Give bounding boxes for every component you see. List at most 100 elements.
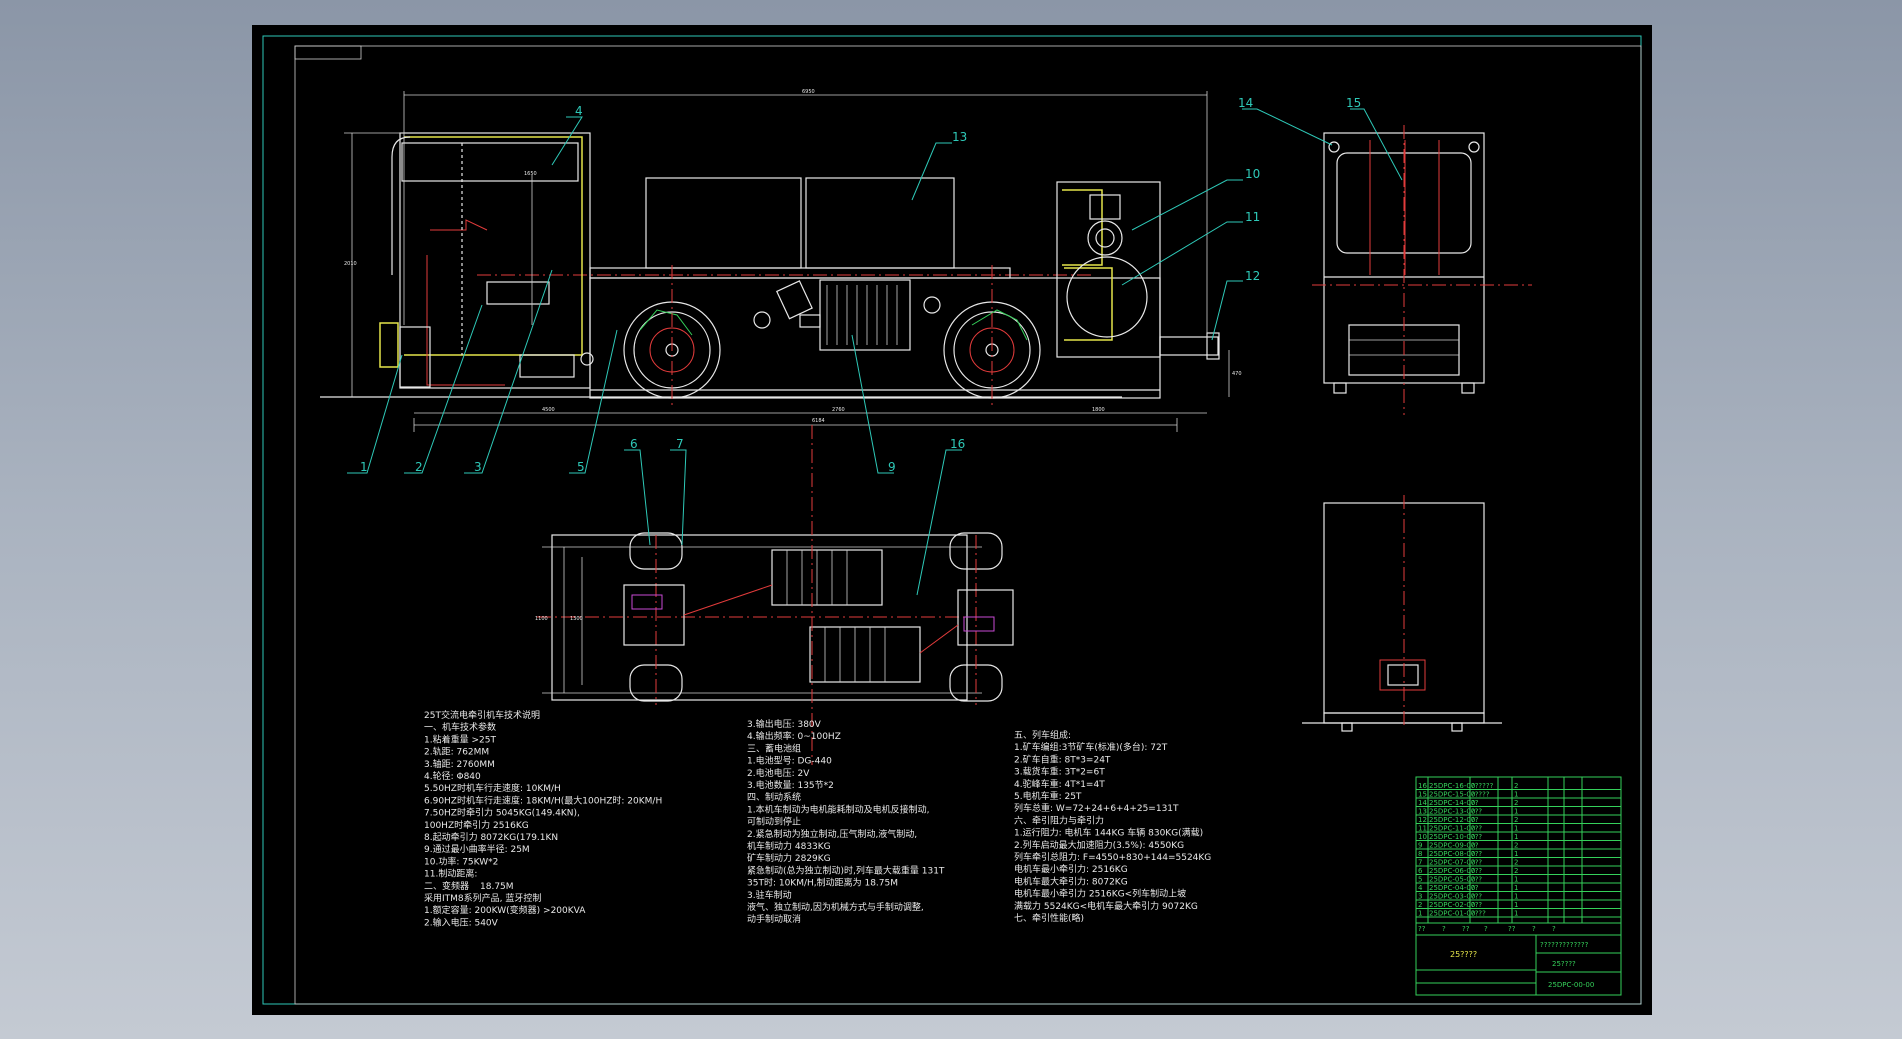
parts-cell-no: 14 <box>1418 799 1427 807</box>
parts-cell-code: 25DPC-16-00 <box>1429 782 1475 790</box>
spec-line: 1.粘着重量 >25T <box>424 733 496 745</box>
parts-cell-name: ??? <box>1471 808 1482 816</box>
company-name: ????????????? <box>1540 941 1589 949</box>
spec-line: 4.轮径: Φ840 <box>424 770 481 782</box>
parts-cell-qty: 2 <box>1514 782 1518 790</box>
spec-line: 11.制动距离: <box>424 868 477 880</box>
parts-cell-name: ?? <box>1471 884 1479 892</box>
spec-line: 3.轴距: 2760MM <box>424 758 495 770</box>
spec-line: 电机车最大牵引力: 8072KG <box>1014 875 1128 887</box>
spec-line: 六、牵引阻力与牵引力 <box>1014 814 1104 826</box>
parts-cell-name: ??? <box>1471 850 1482 858</box>
parts-cell-qty: 1 <box>1514 901 1518 909</box>
spec-line: 1.运行阻力: 电机车 144KG 车辆 830KG(满载) <box>1014 827 1203 839</box>
parts-cell-code: 25DPC-11-00 <box>1429 825 1475 833</box>
spec-line: 2.紧急制动为独立制动,压气制动,液气制动, <box>747 828 917 840</box>
parts-cell-name: ??? <box>1471 876 1482 884</box>
parts-cell-no: 12 <box>1418 816 1427 824</box>
spec-line: 1.本机车制动为电机能耗制动及电机反接制动, <box>747 803 929 815</box>
parts-cell-code: 25DPC-08-00 <box>1429 850 1475 858</box>
corner-box <box>294 45 362 60</box>
label-15: 15 <box>1346 96 1361 110</box>
header-cell: ? <box>1532 925 1536 933</box>
spec-line: 10.功率: 75KW*2 <box>424 855 498 867</box>
parts-cell-name: ?? <box>1471 816 1479 824</box>
parts-cell-code: 25DPC-12-00 <box>1429 816 1475 824</box>
dim-height: 2010 <box>344 261 357 267</box>
label-4: 4 <box>575 104 583 118</box>
drawing-sheet: 6950 2010 1650 6184 4500 2760 1800 470 <box>252 25 1652 1015</box>
spec-line: 2.列车启动最大加速阻力(3.5%): 4550KG <box>1014 839 1184 851</box>
parts-cell-qty: 2 <box>1514 816 1518 824</box>
spec-line: 三、蓄电池组 <box>747 742 801 754</box>
spec-line: 五、列车组成: <box>1014 729 1071 741</box>
inner-frame <box>294 45 1642 1005</box>
parts-cell-no: 2 <box>1418 901 1422 909</box>
parts-cell-code: 25DPC-07-00 <box>1429 859 1475 867</box>
header-cell: ? <box>1442 925 1446 933</box>
label-11: 11 <box>1245 210 1260 224</box>
parts-cell-qty: 1 <box>1514 825 1518 833</box>
header-cell: ?? <box>1462 925 1470 933</box>
spec-line: 四、制动系统 <box>747 791 801 803</box>
parts-cell-no: 16 <box>1418 782 1427 790</box>
spec-line: 机车制动力 4833KG <box>747 840 831 852</box>
parts-cell-qty: 1 <box>1514 791 1518 799</box>
dim-cab: 1650 <box>524 171 537 177</box>
spec-line: 100HZ时牵引力 2516KG <box>424 819 529 831</box>
parts-cell-qty: 2 <box>1514 842 1518 850</box>
label-2: 2 <box>415 460 423 474</box>
parts-cell-no: 4 <box>1418 884 1423 892</box>
parts-cell-no: 8 <box>1418 850 1422 858</box>
parts-cell-name: ?????? <box>1471 782 1494 790</box>
parts-cell-code: 25DPC-02-00 <box>1429 901 1475 909</box>
spec-line: 2.输入电压: 540V <box>424 916 499 928</box>
cad-drawing: 6950 2010 1650 6184 4500 2760 1800 470 <box>262 35 1642 1005</box>
label-14: 14 <box>1238 96 1253 110</box>
spec-line: 35T时: 10KM/H,制动距离为 18.75M <box>747 877 898 889</box>
parts-cell-no: 7 <box>1418 859 1422 867</box>
dim-wheelbase: 2760 <box>832 407 845 413</box>
label-7: 7 <box>676 437 684 451</box>
spec-line: 一、机车技术参数 <box>424 721 496 733</box>
side-view: 6950 2010 1650 6184 4500 2760 1800 470 <box>320 89 1242 432</box>
spec-line: 2.电池电压: 2V <box>747 767 810 779</box>
spec-line: 矿车制动力 2829KG <box>747 852 831 864</box>
label-13: 13 <box>952 130 967 144</box>
dim-span2: 6184 <box>812 418 825 424</box>
dim-gauge: 1100 <box>535 616 548 622</box>
parts-cell-qty: 1 <box>1514 910 1518 918</box>
spec-line: 7.50HZ时牵引力 5045KG(149.4KN), <box>424 807 580 819</box>
parts-cell-name: ??? <box>1471 867 1482 875</box>
spec-line: 4.输出频率: 0~100HZ <box>747 730 841 742</box>
spec-braking-distance: 18.75M <box>480 882 514 892</box>
parts-cell-name: ??? <box>1471 859 1482 867</box>
spec-line: 3.驻车制动 <box>747 889 792 901</box>
spec-line: 3.电池数量: 135节*2 <box>747 779 834 791</box>
spec-line: 25T交流电牵引机车技术说明 <box>424 709 540 721</box>
label-6: 6 <box>630 437 638 451</box>
parts-cell-name: ??? <box>1471 893 1482 901</box>
parts-cell-qty: 2 <box>1514 859 1518 867</box>
label-9: 9 <box>888 460 896 474</box>
parts-cell-qty: 1 <box>1514 833 1518 841</box>
parts-cell-no: 11 <box>1418 825 1427 833</box>
parts-cell-name: ??? <box>1471 825 1482 833</box>
parts-cell-no: 5 <box>1418 876 1422 884</box>
parts-cell-name: ??? <box>1471 901 1482 909</box>
drawing-number: 25DPC-00-00 <box>1548 981 1594 989</box>
parts-cell-code: 25DPC-05-00 <box>1429 876 1475 884</box>
parts-cell-name: ???? <box>1471 910 1486 918</box>
parts-cell-qty: 2 <box>1514 799 1518 807</box>
parts-cell-name: ?? <box>1471 842 1479 850</box>
header-cell: ?? <box>1418 925 1426 933</box>
parts-cell-no: 10 <box>1418 833 1427 841</box>
drawing-title: 25???? <box>1450 950 1477 959</box>
parts-cell-no: 3 <box>1418 893 1422 901</box>
dim-rail: 470 <box>1232 371 1242 377</box>
spec-line: 液气、独立制动,因为机械方式与手制动调整, <box>747 901 924 913</box>
spec-line: 8.起动牵引力 8072KG(179.1KN <box>424 831 558 843</box>
dim-axle: 1300 <box>570 616 583 622</box>
